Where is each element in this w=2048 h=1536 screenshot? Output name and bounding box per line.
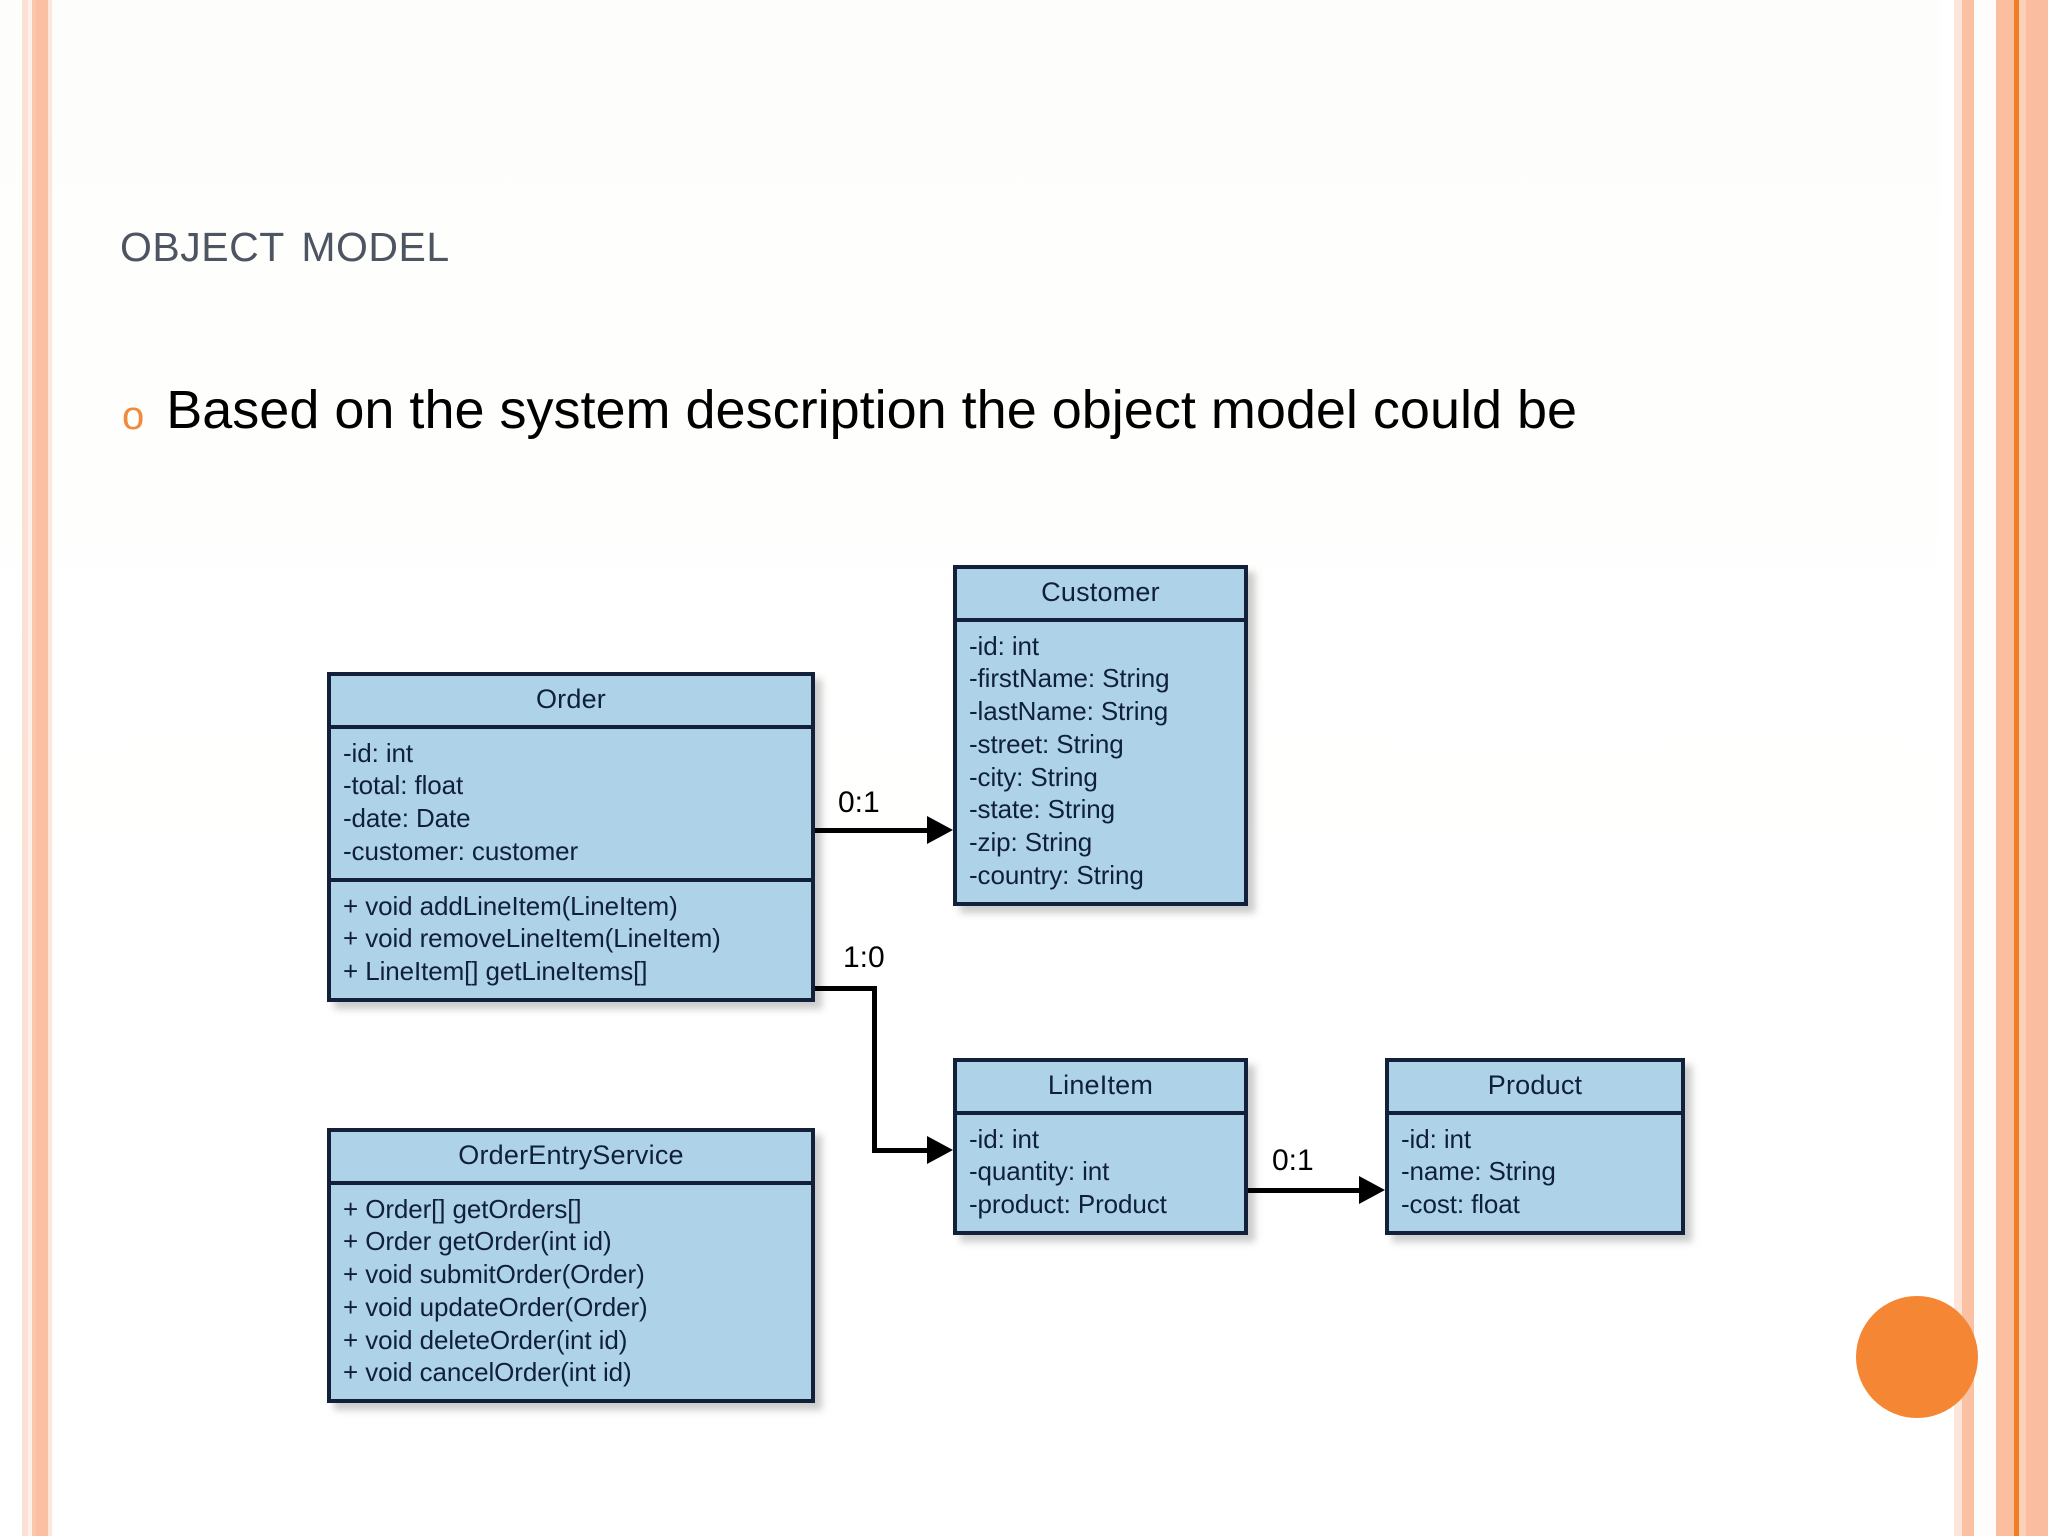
association-line (1248, 1188, 1368, 1193)
left-stripe-3 (32, 0, 36, 1536)
uml-attribute: -street: String (969, 728, 1124, 759)
accent-circle (1856, 1296, 1978, 1418)
association-label-order-lineitem: 1:0 (843, 941, 885, 974)
association-line (815, 828, 935, 833)
right-stripe-accent-line (2014, 0, 2019, 1536)
uml-methods-order-entry-service: + Order[] getOrders[] + Order getOrder(i… (331, 1185, 811, 1400)
right-stripe-8 (2026, 0, 2048, 1536)
uml-attribute: -city: String (969, 761, 1098, 792)
uml-method: + Order[] getOrders[] (343, 1193, 582, 1224)
association-label-order-customer: 0:1 (838, 786, 880, 819)
association-label-lineitem-product: 0:1 (1272, 1144, 1314, 1177)
association-line (872, 986, 877, 1152)
uml-attribute: -id: int (969, 630, 1040, 661)
uml-class-name-order: Order (331, 676, 811, 729)
uml-method: + void cancelOrder(int id) (343, 1357, 632, 1388)
uml-method: + void addLineItem(LineItem) (343, 890, 678, 921)
uml-attribute: -id: int (1401, 1123, 1472, 1154)
right-stripe-2 (1954, 0, 1962, 1536)
uml-attribute: -firstName: String (969, 663, 1170, 694)
uml-attribute: -total: float (343, 770, 464, 801)
arrowhead-icon (927, 1136, 953, 1164)
right-stripe-4 (1974, 0, 1996, 1536)
uml-class-product[interactable]: Product -id: int -name: String -cost: fl… (1385, 1058, 1685, 1235)
right-stripe-1 (1940, 0, 1954, 1536)
uml-attribute: -id: int (969, 1123, 1040, 1154)
uml-attribute: -quantity: int (969, 1156, 1110, 1187)
association-line (815, 986, 877, 991)
right-stripe-5 (1996, 0, 2014, 1536)
uml-attribute: -date: Date (343, 803, 471, 834)
uml-attribute: -zip: String (969, 827, 1093, 858)
left-stripe-2 (28, 0, 32, 1536)
uml-attribute: -state: String (969, 794, 1115, 825)
right-stripe-7 (2019, 0, 2026, 1536)
uml-attribute: -id: int (343, 737, 414, 768)
uml-method: + LineItem[] getLineItems[] (343, 956, 648, 987)
uml-attributes-customer: -id: int -firstName: String -lastName: S… (957, 622, 1244, 902)
uml-attribute: -country: String (969, 859, 1144, 890)
uml-class-order[interactable]: Order -id: int -total: float -date: Date… (327, 672, 815, 1002)
uml-class-lineitem[interactable]: LineItem -id: int -quantity: int -produc… (953, 1058, 1248, 1235)
right-decorative-border (1940, 0, 2048, 1536)
uml-attributes-lineitem: -id: int -quantity: int -product: Produc… (957, 1115, 1244, 1231)
uml-method: + Order getOrder(int id) (343, 1226, 612, 1257)
uml-method: + void deleteOrder(int id) (343, 1324, 628, 1355)
uml-attributes-order: -id: int -total: float -date: Date -cust… (331, 729, 811, 878)
uml-attributes-product: -id: int -name: String -cost: float (1389, 1115, 1681, 1231)
right-stripe-3 (1962, 0, 1974, 1536)
arrowhead-icon (1359, 1176, 1385, 1204)
bullet-text: Based on the system description the obje… (166, 380, 1578, 440)
uml-class-name-order-entry-service: OrderEntryService (331, 1132, 811, 1185)
uml-class-name-product: Product (1389, 1062, 1681, 1115)
uml-class-name-customer: Customer (957, 569, 1244, 622)
uml-attribute: -lastName: String (969, 696, 1169, 727)
uml-attribute: -product: Product (969, 1189, 1167, 1220)
left-stripe-4 (36, 0, 48, 1536)
uml-attribute: -customer: customer (343, 835, 579, 866)
uml-attribute: -cost: float (1401, 1189, 1520, 1220)
bullet-list-item: o Based on the system description the ob… (122, 378, 1762, 443)
uml-attribute: -name: String (1401, 1156, 1556, 1187)
left-stripe-1 (22, 0, 28, 1536)
left-decorative-border (0, 0, 56, 1536)
uml-method: + void removeLineItem(LineItem) (343, 923, 721, 954)
uml-class-name-lineitem: LineItem (957, 1062, 1244, 1115)
association-line (872, 1148, 935, 1153)
arrowhead-icon (927, 816, 953, 844)
page-title: Object model (120, 209, 450, 274)
uml-methods-order: + void addLineItem(LineItem) + void remo… (331, 877, 811, 998)
uml-method: + void submitOrder(Order) (343, 1259, 645, 1290)
left-stripe-5 (48, 0, 52, 1536)
bullet-marker-icon: o (122, 394, 145, 438)
uml-class-order-entry-service[interactable]: OrderEntryService + Order[] getOrders[] … (327, 1128, 815, 1404)
uml-method: + void updateOrder(Order) (343, 1291, 648, 1322)
uml-class-customer[interactable]: Customer -id: int -firstName: String -la… (953, 565, 1248, 906)
